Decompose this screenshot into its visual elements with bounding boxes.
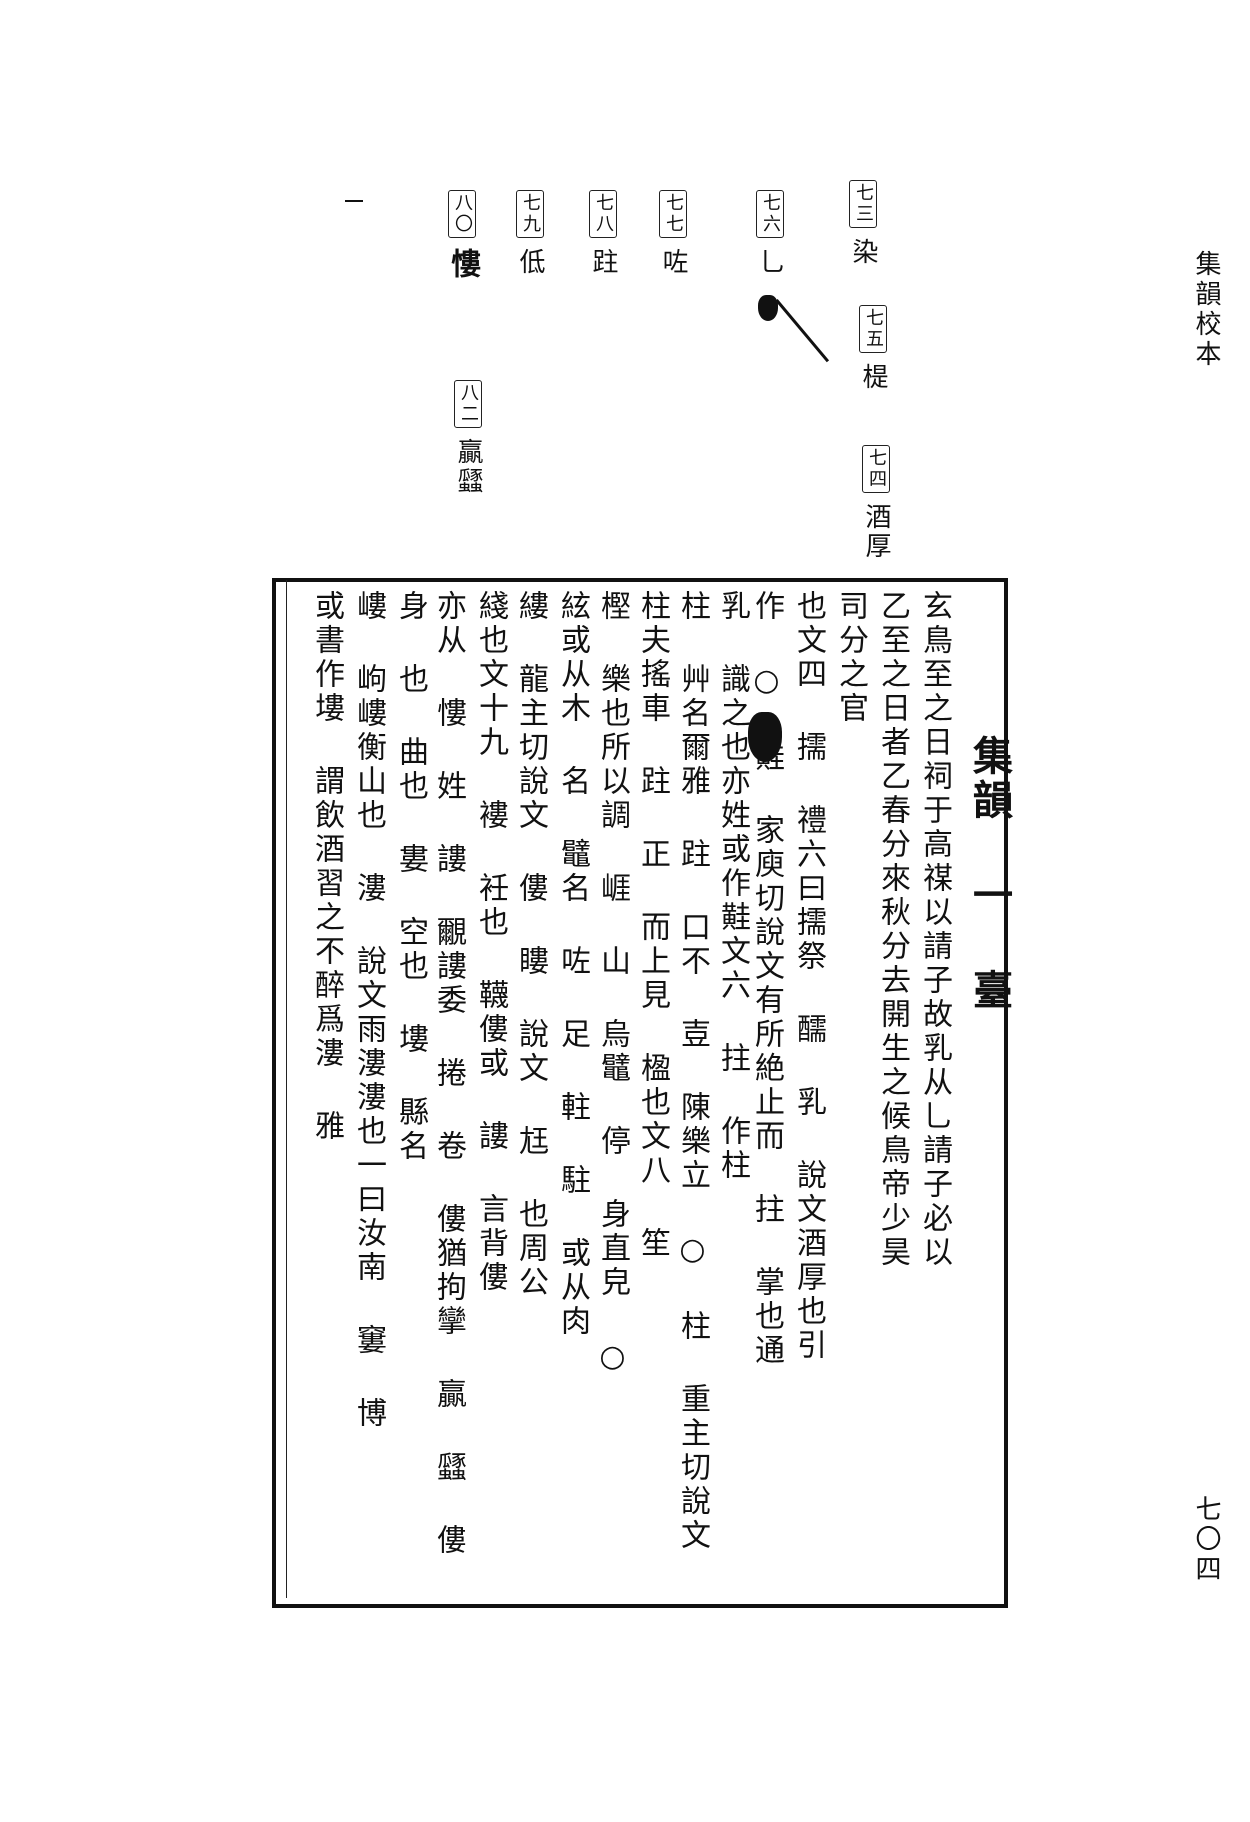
side-title: 集韻校本 bbox=[1191, 250, 1221, 370]
text-column-2: 乙至之日者乙春分來秋分去開生之候鳥帝少昊 bbox=[875, 590, 910, 1270]
header-fragment: 集韻 一 臺 bbox=[966, 735, 1013, 1013]
note-75: 七五㮛 bbox=[855, 305, 892, 392]
note-text: 低 bbox=[515, 248, 545, 277]
note-ref: 七七 bbox=[659, 190, 687, 238]
note-text: 慺 bbox=[445, 248, 480, 281]
text-column-4: 也文四 擩 禮六曰擩祭 醹 乳 說文酒厚也引 bbox=[791, 590, 826, 1363]
note-text: 㮛 bbox=[858, 363, 888, 392]
text-column-9: 樫 樂也所以調 崕 山 烏鼊 停 身直皃 ○ bbox=[595, 590, 630, 1378]
text-column-7: 柱 艸名爾雅 跓 口不 壴 陳樂立 ○ 柱 重主切說文 bbox=[675, 590, 710, 1553]
frame-inner-rule bbox=[286, 580, 287, 1598]
note-ref: 七六 bbox=[756, 190, 784, 238]
note-74: 七四酒厚 bbox=[858, 445, 895, 561]
note-text: 染 bbox=[848, 238, 878, 267]
ink-stroke bbox=[775, 299, 830, 363]
text-column-1: 玄鳥至之日祠于高禖以請子故乳从乚請子必以 bbox=[917, 590, 952, 1270]
text-column-10: 絃或从木 名 鼊名 咗 足 軴 駐 或从肉 bbox=[555, 590, 590, 1339]
note-text: 酒厚 bbox=[861, 503, 891, 561]
note-ref: 七八 bbox=[589, 190, 617, 238]
text-column-15: 嶁 岣嶁衡山也 漊 說文雨漊漊也一曰汝南 窶 博 bbox=[351, 590, 386, 1431]
text-column-11: 縷 龍主切說文 僂 瞜 說文 尪 也周公 bbox=[513, 590, 548, 1300]
text-column-14: 身 也 曲也 婁 空也 塿 縣名 bbox=[393, 590, 428, 1164]
note-76: 七六乚 bbox=[752, 190, 789, 277]
note-text: 咗 bbox=[658, 248, 688, 277]
text-column-8: 柱夫搖車 跓 正 而上見 楹也文八 笙 bbox=[635, 590, 670, 1261]
note-text: 跓 bbox=[588, 248, 618, 277]
note-82: 八二贏瓥 bbox=[450, 380, 487, 496]
ink-blot bbox=[758, 295, 778, 321]
text-column-16: 或書作塿 謂飲酒習之不醉爲漊 雅 bbox=[309, 590, 344, 1144]
note-text: 贏瓥 bbox=[453, 438, 483, 496]
ink-blot-large bbox=[748, 712, 782, 762]
note-ref: 七五 bbox=[859, 305, 887, 353]
note-ref: 七九 bbox=[516, 190, 544, 238]
text-column-3: 司分之官 bbox=[833, 590, 868, 726]
note-ref: 七三 bbox=[849, 180, 877, 228]
note-78: 七八跓 bbox=[585, 190, 622, 277]
note-79: 七九低 bbox=[512, 190, 549, 277]
text-column-13: 亦从 慺 姓 謱 覼謱委 捲 卷 僂猶拘攣 贏 瓥 僂 bbox=[431, 590, 466, 1558]
note-ref: 七四 bbox=[862, 445, 890, 493]
text-column-6: 乳 識之也亦姓或作黊文六 拄 作柱 bbox=[715, 590, 750, 1183]
note-ref: 八二 bbox=[454, 380, 482, 428]
dash-mark bbox=[345, 200, 363, 202]
note-text: 乚 bbox=[755, 248, 785, 277]
text-column-12: 綫也文十九 褸 衽也 韈僂或 謱 言背僂 bbox=[473, 590, 508, 1295]
page-frame bbox=[272, 578, 1008, 1608]
note-73: 七三染 bbox=[845, 180, 882, 267]
note-80: 八〇慺 bbox=[440, 190, 484, 281]
page-number: 七〇四 bbox=[1191, 1495, 1221, 1585]
note-ref: 八〇 bbox=[448, 190, 476, 238]
note-77: 七七咗 bbox=[655, 190, 692, 277]
